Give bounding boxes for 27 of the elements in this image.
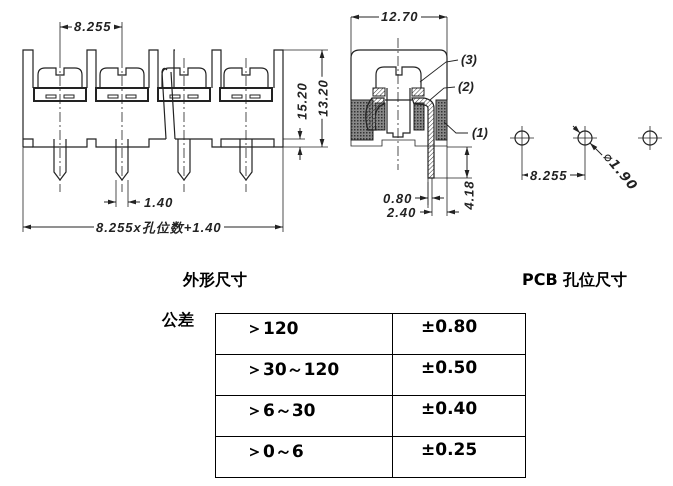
dimension-label: 12.70 (379, 9, 421, 24)
dimension-label: 2.40 (385, 205, 418, 220)
table-cell: ±0.80 (392, 314, 526, 354)
leader-line (420, 60, 458, 82)
table-cell: ＞30～120 (216, 354, 392, 396)
table-cell: ＞0～6 (216, 436, 392, 478)
dimension-label: 1.40 (142, 195, 176, 210)
table-cell: ±0.25 (392, 436, 526, 478)
dimension-label: 4.18 (462, 178, 476, 212)
dimension-label: 8.255x孔位数+1.40 (94, 220, 224, 235)
table-cell: ＞120 (216, 314, 392, 354)
section-heading: 公差 (162, 310, 194, 330)
table-cell: ＞6～30 (216, 396, 392, 436)
leader-line (444, 122, 468, 134)
dimension-label: 0.80 (381, 191, 414, 206)
section-heading: PCB 孔位尺寸 (522, 270, 628, 290)
dimension-label: 15.20 (294, 80, 310, 122)
table-cell: ±0.40 (392, 396, 526, 436)
leader-line (430, 86, 456, 100)
table-cell: ±0.50 (392, 354, 526, 396)
dimension-label: 13.20 (316, 77, 330, 119)
callout-number: (1) (472, 125, 488, 140)
dimension-label: 8.255 (528, 168, 570, 183)
section-heading: 外形尺寸 (183, 270, 247, 290)
dimension-label: 8.255 (72, 19, 114, 34)
callout-number: (3) (461, 52, 477, 67)
callout-number: (2) (458, 79, 474, 94)
